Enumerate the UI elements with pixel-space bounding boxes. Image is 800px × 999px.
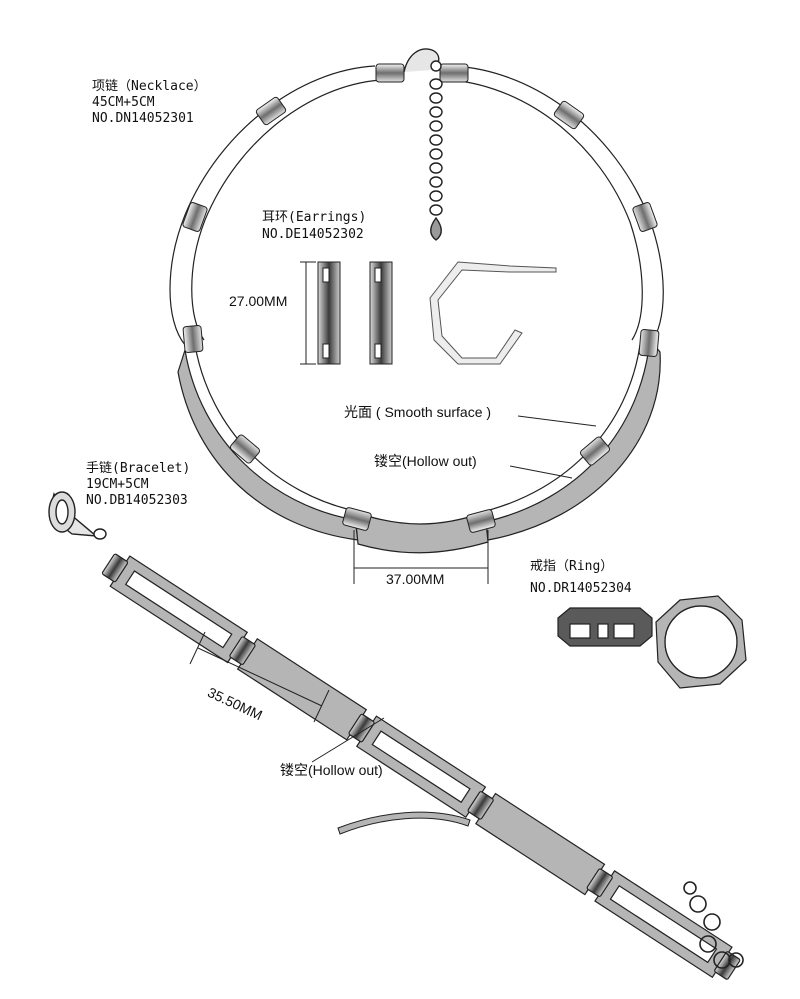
- necklace-number: NO.DN14052301: [92, 111, 194, 126]
- necklace-inner-edge: [481, 344, 641, 513]
- connector-barrel: [439, 63, 469, 83]
- bracelet-length: 19CM+5CM: [86, 477, 149, 492]
- chain-drop-charm: [430, 216, 442, 241]
- connector-barrel: [632, 202, 658, 232]
- necklace-center-dimension: 37.00MM: [386, 571, 445, 587]
- necklace-length: 45CM+5CM: [92, 95, 155, 110]
- earrings-title: 耳环(Earrings): [262, 210, 367, 225]
- bracelet-extension-chain: [683, 881, 744, 969]
- connector-barrel: [579, 436, 611, 466]
- ring-drawing: [557, 595, 747, 689]
- connector-barrel: [182, 202, 208, 232]
- necklace-connectors: [182, 63, 660, 533]
- earring-front-view: [317, 261, 341, 365]
- connector-barrel: [375, 63, 405, 83]
- bracelet-hollow-label: 镂空(Hollow out): [280, 762, 383, 778]
- earrings-drawing: [317, 261, 557, 365]
- bracelet-drawing: [101, 553, 741, 980]
- necklace-title: 项链（Necklace）: [92, 79, 207, 94]
- necklace-leader-lines: [509, 415, 597, 479]
- earring-dimension: [300, 261, 316, 365]
- earrings-height-dimension: 27.00MM: [229, 293, 288, 309]
- connector-barrel: [182, 325, 204, 353]
- necklace-drawing: [169, 65, 664, 554]
- bracelet-title: 手链(Bracelet): [86, 461, 191, 476]
- connector-barrel: [229, 434, 261, 464]
- bracelet-dimension: [189, 631, 385, 763]
- necklace-lower-band: [177, 349, 359, 541]
- connector-barrel: [466, 509, 496, 533]
- necklace-outer-rail: [454, 65, 664, 346]
- necklace-dimension: [353, 530, 489, 584]
- earrings-number: NO.DE14052302: [262, 227, 364, 242]
- connector-barrel: [553, 100, 585, 130]
- bracelet-cross-section: [337, 811, 471, 835]
- necklace-lower-band: [484, 338, 661, 541]
- ring-number: NO.DR14052304: [530, 581, 632, 596]
- necklace-outer-rail: [191, 79, 381, 341]
- necklace-outer-rail: [451, 79, 643, 341]
- bracelet-number: NO.DB14052303: [86, 493, 188, 508]
- necklace-inner-edge: [194, 344, 361, 513]
- earring-side-view: [429, 261, 557, 365]
- connector-barrel: [342, 507, 372, 531]
- connector-barrel: [255, 96, 287, 126]
- necklace-extension-chain: [403, 48, 443, 241]
- necklace-outer-rail: [169, 65, 376, 346]
- earring-front-view: [369, 261, 393, 365]
- smooth-surface-label: 光面 ( Smooth surface ): [344, 404, 492, 420]
- necklace-hollow-label: 镂空(Hollow out): [374, 453, 477, 469]
- bracelet-solid-link: [475, 792, 606, 896]
- connector-barrel: [638, 329, 660, 357]
- bracelet-solid-link: [236, 638, 368, 741]
- ring-title: 戒指（Ring）: [530, 559, 614, 574]
- bracelet-clasp: [48, 491, 107, 540]
